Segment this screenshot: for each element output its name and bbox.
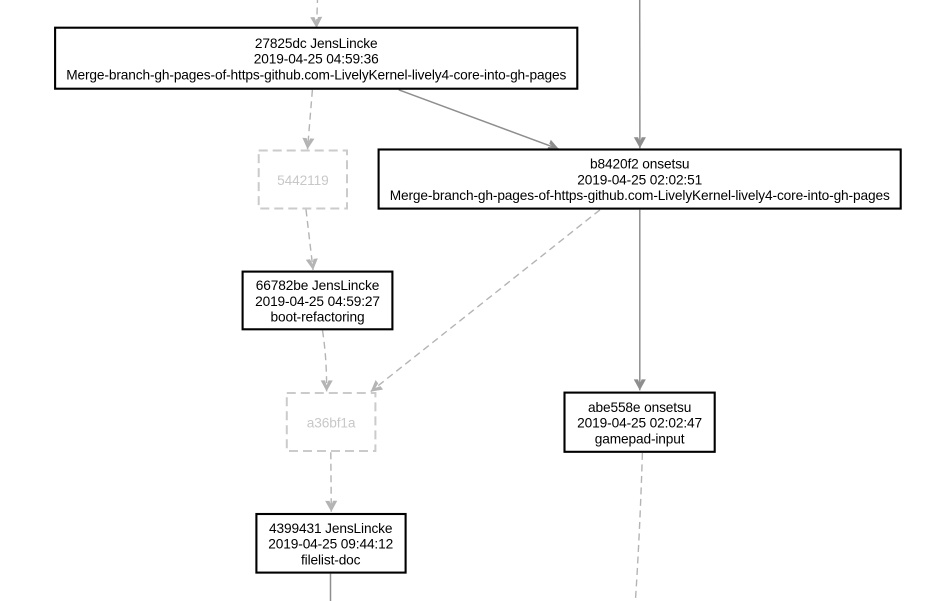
svg-text:Merge-branch-gh-pages-of-https: Merge-branch-gh-pages-of-https-github.co…	[390, 188, 890, 203]
svg-text:5442119: 5442119	[277, 173, 328, 188]
svg-text:66782be JensLincke: 66782be JensLincke	[256, 278, 379, 293]
svg-text:filelist-doc: filelist-doc	[301, 553, 361, 568]
svg-text:2019-04-25 02:02:47: 2019-04-25 02:02:47	[577, 416, 702, 431]
svg-text:Merge-branch-gh-pages-of-https: Merge-branch-gh-pages-of-https-github.co…	[66, 67, 566, 82]
svg-text:2019-04-25 02:02:51: 2019-04-25 02:02:51	[577, 172, 702, 187]
svg-text:gamepad-input: gamepad-input	[595, 431, 685, 446]
svg-text:boot-refactoring: boot-refactoring	[271, 310, 365, 325]
svg-text:a36bf1a: a36bf1a	[307, 415, 356, 430]
svg-text:4399431 JensLincke: 4399431 JensLincke	[269, 521, 392, 536]
svg-text:2019-04-25 09:44:12: 2019-04-25 09:44:12	[268, 537, 393, 552]
svg-text:2019-04-25 04:59:27: 2019-04-25 04:59:27	[255, 294, 380, 309]
svg-text:2019-04-25 04:59:36: 2019-04-25 04:59:36	[254, 52, 379, 67]
svg-text:27825dc JensLincke: 27825dc JensLincke	[255, 36, 378, 51]
svg-text:b8420f2 onsetsu: b8420f2 onsetsu	[590, 157, 689, 172]
svg-text:abe558e onsetsu: abe558e onsetsu	[588, 400, 691, 415]
